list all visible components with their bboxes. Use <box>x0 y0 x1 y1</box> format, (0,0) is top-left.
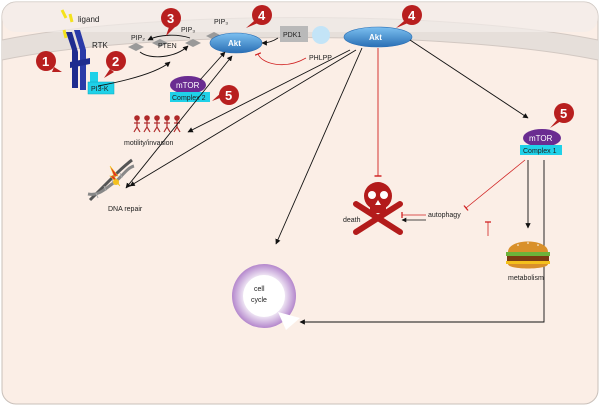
pdk1-to-akt-arrow <box>261 37 279 46</box>
cell-cycle-label-1: cell <box>254 286 265 293</box>
badge-2: 2 <box>104 51 126 78</box>
svg-text:4: 4 <box>258 8 266 23</box>
burger-icon <box>506 241 550 269</box>
mtor-c2-label: mTOR <box>176 81 200 90</box>
akt-to-cell-cycle-arrow <box>275 47 363 245</box>
akt-right-ellipse <box>343 26 413 48</box>
complex1-label: Complex 1 <box>523 148 557 155</box>
badge-1: 1 <box>36 51 62 72</box>
svg-text:2: 2 <box>112 54 119 69</box>
pi3k-box <box>87 72 115 95</box>
mtorc1-to-cell-cycle-arrow <box>299 160 545 325</box>
pi3k-label: PI3-K <box>91 86 109 93</box>
akt-right-label: Akt <box>369 33 382 42</box>
akt-left-label: Akt <box>228 39 241 48</box>
pip2-label: PIP₂ <box>131 35 145 42</box>
complex1-box <box>520 145 562 155</box>
motility-label: motility/invasion <box>124 140 174 147</box>
death-label: death <box>343 217 361 224</box>
svg-text:1: 1 <box>42 54 49 69</box>
badge-4-right: 4 <box>396 5 422 28</box>
mtor-c1-label: mTOR <box>529 134 553 143</box>
phlpp-label: PHLPP <box>309 55 332 62</box>
pten-arrow <box>147 34 191 41</box>
dna-repair-label: DNA repair <box>108 206 143 213</box>
pdk1-box <box>280 26 308 42</box>
pten-label: PTEN <box>158 43 177 50</box>
cell-cycle-icon <box>232 264 300 330</box>
ligand-label: ligand <box>78 15 99 24</box>
pip3-diamond-a <box>152 39 168 47</box>
metabolism-label: metabolism <box>508 275 544 282</box>
svg-text:3: 3 <box>167 11 174 26</box>
badge-3: 3 <box>161 8 181 36</box>
pip2-diamond <box>128 43 144 51</box>
badge-5-complex1: 5 <box>550 103 574 128</box>
phlpp-inhibit-akt <box>254 52 307 66</box>
rtk-label: RTK <box>92 41 109 50</box>
svg-text:5: 5 <box>560 106 567 121</box>
extracellular-space <box>2 2 598 32</box>
cell-cycle-label-2: cycle <box>251 297 267 304</box>
svg-text:4: 4 <box>408 8 416 23</box>
akt-left-to-dna-arrow <box>125 55 233 189</box>
complex2-label: Complex 2 <box>172 95 206 102</box>
pip3-diamond-b <box>185 39 201 47</box>
svg-text:5: 5 <box>225 88 232 103</box>
mtorc1-inhibit-autophagy <box>463 159 526 211</box>
rtk-receptor-icon <box>66 30 90 90</box>
pdk1-label: PDK1 <box>283 32 301 39</box>
autophagy-label: autophagy <box>428 212 461 219</box>
ligand-icon <box>60 9 74 39</box>
pip3-label-a: PIP₃ <box>181 27 195 34</box>
badge-5-complex2: 5 <box>212 85 239 105</box>
badge-4-left: 4 <box>246 5 272 28</box>
akt-to-mtorc1-arrow <box>409 39 529 119</box>
mtor-c1-ellipse <box>523 129 561 147</box>
pip3-label-b: PIP₃ <box>214 19 228 26</box>
phlpp-circle <box>312 26 330 44</box>
death-skull-icon <box>353 182 403 235</box>
